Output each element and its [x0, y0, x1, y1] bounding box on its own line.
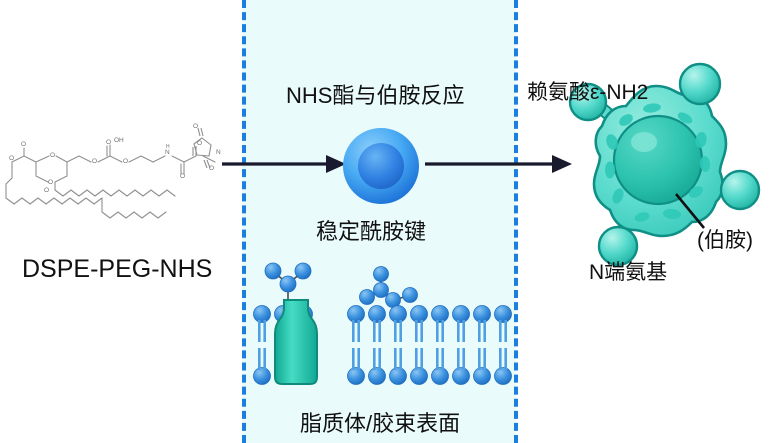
reaction-title-label: NHS酯与伯胺反应	[286, 83, 465, 108]
lipid-bilayer	[253, 262, 512, 385]
n-terminal-amine-label: N端氨基	[589, 261, 668, 284]
panel-border-left	[242, 0, 246, 443]
atom-label-N: N	[165, 149, 170, 156]
panel-border-right	[514, 0, 518, 443]
protein-speckles	[605, 103, 711, 222]
atom-label-N: N	[216, 149, 221, 156]
primary-amine-leader-line	[674, 193, 706, 229]
protein-nucleus	[612, 114, 704, 206]
atom-label-O: O	[92, 158, 97, 165]
atom-label-OH: OH	[114, 137, 124, 144]
reaction-arrow-right	[425, 155, 572, 173]
atom-label-O: O	[44, 187, 49, 194]
nucleus-highlight	[631, 132, 657, 152]
atom-label-O: O	[123, 158, 128, 165]
atom-label-O: O	[21, 141, 26, 148]
atom-label-O: O	[193, 123, 198, 130]
amide-bond-sphere	[343, 128, 419, 204]
atom-label-O: O	[209, 165, 214, 172]
reaction-arrow-left	[222, 155, 346, 173]
molecule-name-label: DSPE-PEG-NHS	[22, 255, 213, 283]
atom-label-O: O	[197, 140, 202, 147]
atom-label-O: O	[9, 155, 14, 162]
atom-label-O: O	[106, 139, 111, 146]
atom-label-O: O	[48, 179, 53, 186]
primary-amine-label: (伯胺)	[697, 229, 753, 252]
amide-bond-label: 稳定酰胺键	[316, 219, 427, 244]
lysine-amine-label: 赖氨酸ε-NH2	[527, 81, 649, 104]
liposome-surface-label: 脂质体/胶束表面	[300, 411, 461, 436]
target-protein-molecule	[568, 62, 761, 267]
primary-amine-groups	[568, 62, 761, 267]
membrane-protein	[274, 299, 318, 385]
dspe-peg-nhs-structure: O O O O OH O N H O O O O N O O O	[5, 123, 221, 219]
atom-label-O: O	[50, 152, 55, 159]
atom-label-O: O	[180, 173, 185, 180]
atom-label-H: H	[166, 144, 170, 150]
